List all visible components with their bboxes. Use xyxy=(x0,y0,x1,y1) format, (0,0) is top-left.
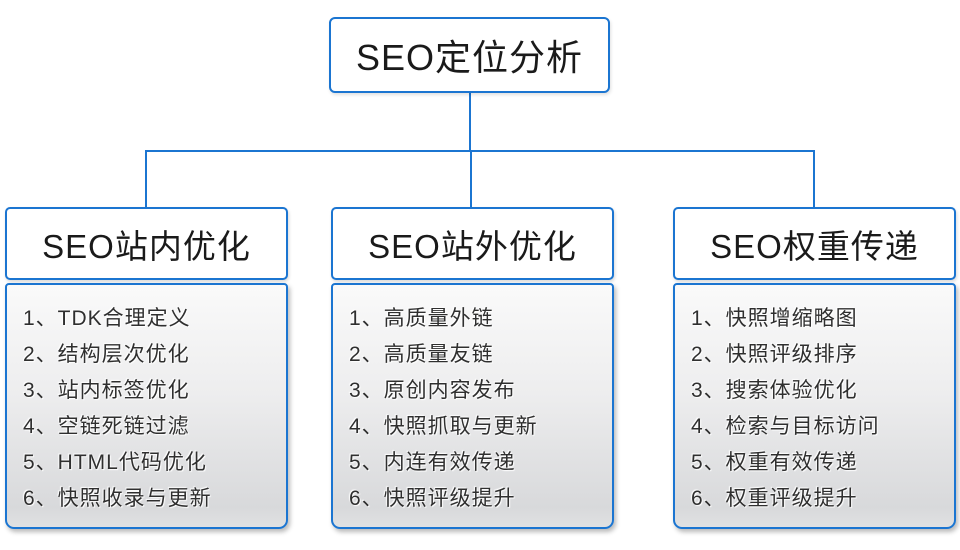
branch-offsite-optimization: SEO站外优化 1、高质量外链 2、高质量友链 3、原创内容发布 4、快照抓取与… xyxy=(331,207,614,529)
branch-title: SEO权重传递 xyxy=(710,227,919,265)
list-item: 1、高质量外链 xyxy=(349,307,494,330)
branch-header: SEO站内优化 xyxy=(5,207,288,280)
list-item: 6、快照评级提升 xyxy=(349,487,516,510)
list-item: 5、HTML代码优化 xyxy=(23,451,207,474)
branch-title: SEO站外优化 xyxy=(368,227,577,265)
list-item: 1、TDK合理定义 xyxy=(23,307,191,330)
list-item: 5、权重有效传递 xyxy=(691,451,858,474)
list-item: 2、结构层次优化 xyxy=(23,343,190,366)
root-node-label: SEO定位分析 xyxy=(355,37,584,78)
connector-left-vertical xyxy=(145,150,147,207)
list-item: 4、检索与目标访问 xyxy=(691,415,880,438)
list-item: 4、空链死链过滤 xyxy=(23,415,190,438)
list-item: 6、权重评级提升 xyxy=(691,487,858,510)
root-node: SEO定位分析 xyxy=(329,17,610,93)
branch-body: 1、TDK合理定义 2、结构层次优化 3、站内标签优化 4、空链死链过滤 5、H… xyxy=(5,283,288,529)
connector-horizontal xyxy=(145,150,815,152)
list-item: 6、快照收录与更新 xyxy=(23,487,212,510)
list-item: 2、快照评级排序 xyxy=(691,343,858,366)
connector-middle-vertical xyxy=(470,150,472,207)
branch-header: SEO权重传递 xyxy=(673,207,956,280)
branch-onsite-optimization: SEO站内优化 1、TDK合理定义 2、结构层次优化 3、站内标签优化 4、空链… xyxy=(5,207,288,529)
connector-right-vertical xyxy=(813,150,815,207)
branch-weight-transfer: SEO权重传递 1、快照增缩略图 2、快照评级排序 3、搜索体验优化 4、检索与… xyxy=(673,207,956,529)
branch-item-list: 1、TDK合理定义 2、结构层次优化 3、站内标签优化 4、空链死链过滤 5、H… xyxy=(23,301,276,517)
list-item: 3、原创内容发布 xyxy=(349,379,516,402)
connector-root-vertical xyxy=(469,93,471,151)
list-item: 5、内连有效传递 xyxy=(349,451,516,474)
list-item: 3、搜索体验优化 xyxy=(691,379,858,402)
list-item: 3、站内标签优化 xyxy=(23,379,190,402)
branch-item-list: 1、快照增缩略图 2、快照评级排序 3、搜索体验优化 4、检索与目标访问 5、权… xyxy=(691,301,944,517)
branch-item-list: 1、高质量外链 2、高质量友链 3、原创内容发布 4、快照抓取与更新 5、内连有… xyxy=(349,301,602,517)
branch-title: SEO站内优化 xyxy=(42,227,251,265)
branch-header: SEO站外优化 xyxy=(331,207,614,280)
list-item: 1、快照增缩略图 xyxy=(691,307,858,330)
branch-body: 1、高质量外链 2、高质量友链 3、原创内容发布 4、快照抓取与更新 5、内连有… xyxy=(331,283,614,529)
list-item: 4、快照抓取与更新 xyxy=(349,415,538,438)
list-item: 2、高质量友链 xyxy=(349,343,494,366)
branch-body: 1、快照增缩略图 2、快照评级排序 3、搜索体验优化 4、检索与目标访问 5、权… xyxy=(673,283,956,529)
